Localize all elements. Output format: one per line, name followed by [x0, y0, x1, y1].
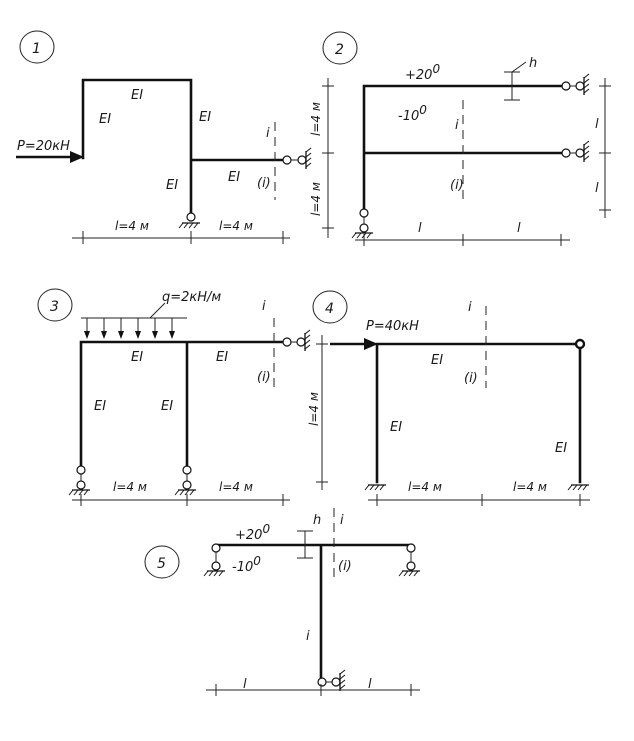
problem-number: 3: [50, 299, 59, 315]
span-label: l: [517, 221, 521, 236]
section-label: (i): [338, 559, 352, 574]
stiffness-label: EI: [390, 420, 402, 435]
section-label: (i): [464, 371, 478, 386]
force-label: P=20кН: [17, 139, 70, 154]
span-label: l=4 м: [513, 480, 547, 494]
section-label: i: [266, 126, 270, 141]
span-label: l=4 м: [408, 480, 442, 494]
thickness-label: h: [313, 513, 321, 528]
height-label: l=4 м: [309, 102, 323, 136]
section-label: (i): [257, 370, 271, 385]
dimension-line: [355, 234, 570, 246]
problem-number: 1: [32, 41, 41, 57]
frame-2: 2 +200 -100 h: [309, 31, 611, 246]
height-label: l=4 м: [307, 392, 321, 426]
frame-4: 4 P=40кН EI EI EI i (i) l=4 м l=4 м l=4: [307, 290, 590, 506]
problem-number: 5: [157, 556, 166, 572]
stiffness-label: EI: [161, 399, 173, 414]
problem-number-circle: [37, 288, 73, 322]
dimension-line: [206, 684, 420, 696]
frame-members: [81, 78, 285, 214]
span-label: l: [595, 117, 599, 132]
temperature-top: +200: [235, 522, 270, 543]
section-label: (i): [450, 178, 464, 193]
dimension-line: [72, 494, 290, 506]
span-label: l=4 м: [219, 480, 253, 494]
roller-support: [561, 140, 590, 163]
span-label: l: [418, 221, 422, 236]
force-label: P=40кН: [366, 319, 419, 334]
span-label: l: [243, 677, 247, 692]
problem-number: 4: [325, 301, 334, 317]
dimension-line: [72, 231, 290, 244]
dimension-line: [368, 494, 590, 506]
frame-members: [216, 543, 414, 680]
stiffness-label: EI: [431, 353, 443, 368]
span-label: l=4 м: [219, 219, 253, 233]
stiffness-label: EI: [555, 441, 567, 456]
problem-number-circle: [144, 545, 180, 579]
distributed-load: [81, 302, 187, 339]
stiffness-label: EI: [94, 399, 106, 414]
stiffness-label: EI: [131, 350, 143, 365]
dimension-line: [322, 78, 334, 238]
problem-number-circle: [322, 31, 358, 65]
frame-3: 3 q=2кН/м EI: [37, 288, 311, 506]
temperature-bottom: -100: [232, 554, 261, 575]
roller-support: [561, 73, 590, 96]
roller-support: [282, 329, 311, 352]
temperature-top: +200: [405, 62, 440, 83]
thickness-label: h: [529, 56, 537, 71]
height-label: l=4 м: [309, 182, 323, 216]
stiffness-label: EI: [199, 110, 211, 125]
span-label: l: [368, 677, 372, 692]
problem-number-circle: [312, 290, 348, 324]
section-label: i: [455, 118, 459, 133]
frame-members: [375, 342, 582, 484]
frame-members: [79, 340, 285, 469]
section-label: (i): [257, 176, 271, 191]
stiffness-label: EI: [166, 178, 178, 193]
thickness-marker: [504, 61, 527, 101]
section-label: i: [306, 629, 310, 644]
force-arrow-p: [16, 151, 84, 163]
section-label: i: [468, 300, 472, 315]
temperature-bottom: -100: [398, 103, 427, 124]
stiffness-label: EI: [131, 88, 143, 103]
frame-5: 5 +200 -100 h i (i) i: [144, 508, 421, 696]
span-label: l=4 м: [115, 219, 149, 233]
frame-1: 1 P=20кН EI EI EI EI EI i (i) l=4 м: [16, 30, 312, 244]
thickness-marker: [297, 530, 313, 559]
problem-number: 2: [335, 42, 344, 58]
dimension-line: [599, 78, 611, 218]
dimension-line: [316, 335, 328, 490]
stiffness-label: EI: [228, 170, 240, 185]
load-label: q=2кН/м: [162, 290, 221, 305]
stiffness-label: EI: [216, 350, 228, 365]
roller-support: [282, 147, 312, 170]
stiffness-label: EI: [99, 112, 111, 127]
section-label: i: [340, 513, 344, 528]
force-arrow-p: [330, 338, 378, 350]
span-label: l: [595, 181, 599, 196]
span-label: l=4 м: [113, 480, 147, 494]
roller-support: [317, 669, 346, 692]
problem-number-circle: [19, 30, 55, 64]
section-label: i: [262, 299, 266, 314]
